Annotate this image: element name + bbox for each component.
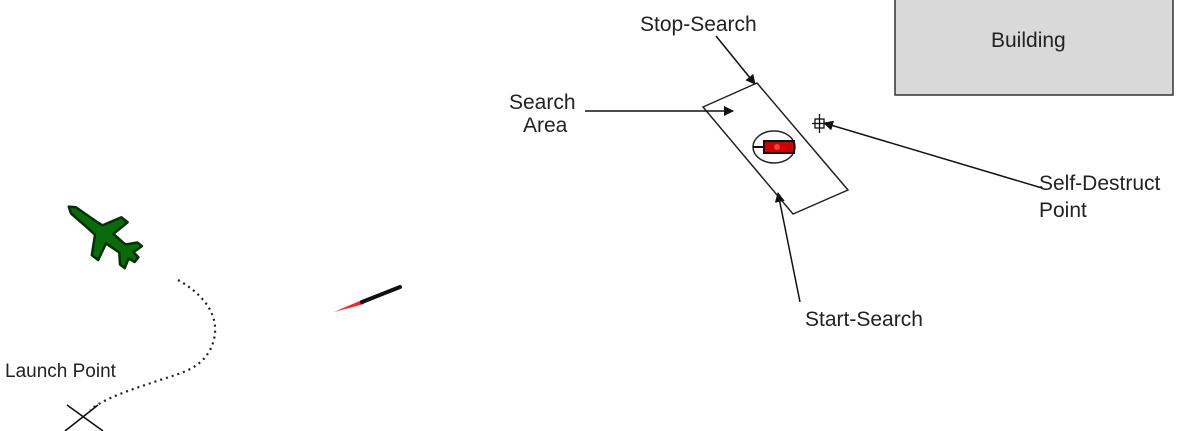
self-destruct-label-line2: Point [1039, 199, 1087, 222]
search-area-label-line1: Search [509, 91, 576, 114]
launch-point-marker [64, 404, 104, 431]
flight-path [89, 279, 217, 411]
target-vehicle [752, 130, 796, 164]
building-label: Building [991, 29, 1066, 52]
missile-icon [334, 285, 402, 312]
search-area-label-line2: Area [523, 114, 568, 137]
jet-icon [67, 205, 144, 270]
stop-search-label: Stop-Search [640, 13, 757, 36]
launch-point-label: Launch Point [5, 361, 116, 382]
building-shape [894, 0, 1174, 96]
search-area-rect [701, 82, 850, 215]
start-search-label: Start-Search [805, 308, 923, 331]
self-destruct-arrow [823, 120, 1043, 189]
stop-search-arrow [715, 35, 756, 85]
self-destruct-label-line1: Self-Destruct [1039, 172, 1161, 195]
start-search-arrow [774, 192, 801, 303]
